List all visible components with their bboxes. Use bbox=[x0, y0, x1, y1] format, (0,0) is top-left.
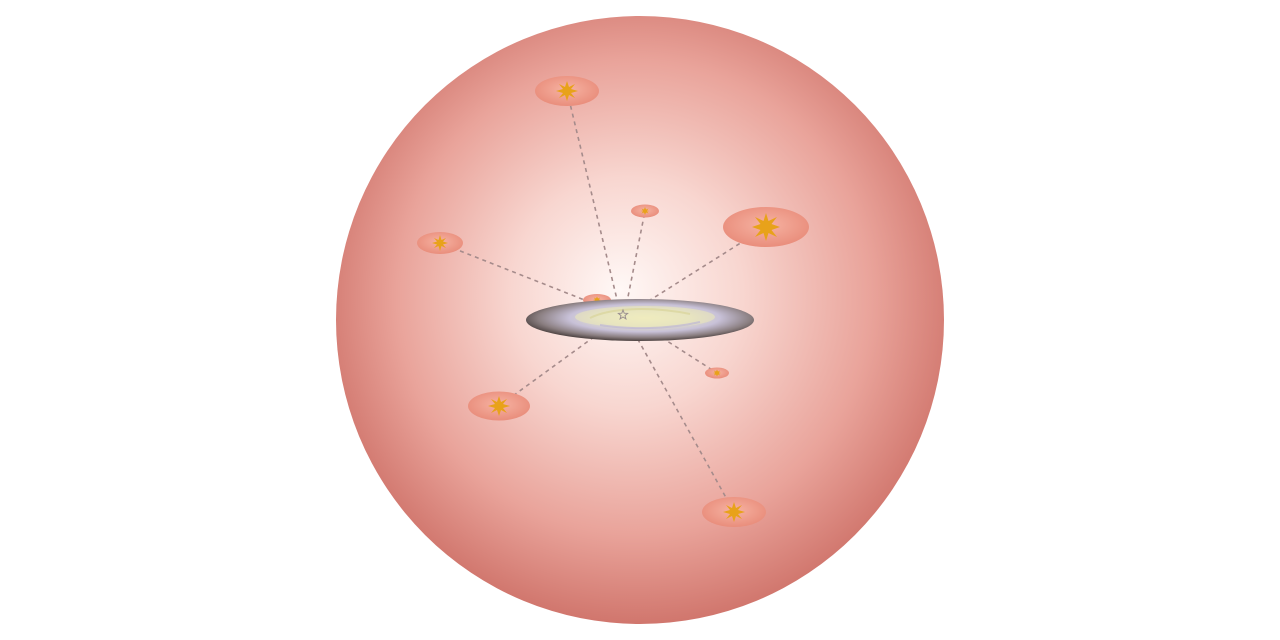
star-burst-icon bbox=[432, 235, 448, 251]
satellite-small-top bbox=[631, 204, 659, 218]
star-burst-icon bbox=[640, 207, 650, 215]
satellite-lower-left bbox=[468, 391, 530, 421]
galaxy-disk bbox=[526, 299, 754, 341]
satellite-left bbox=[417, 232, 463, 254]
satellite-upper-right bbox=[723, 207, 809, 247]
star-burst-icon bbox=[752, 213, 780, 241]
connector-satellite-small-top bbox=[624, 210, 646, 313]
star-icon bbox=[617, 308, 629, 321]
satellite-small-right bbox=[705, 367, 729, 379]
star-burst-icon bbox=[488, 396, 510, 416]
satellite-bottom-right bbox=[702, 497, 766, 527]
star-burst-icon bbox=[713, 369, 721, 377]
star-burst-icon bbox=[723, 502, 745, 522]
satellite-top bbox=[535, 76, 599, 106]
connector-satellite-bottom-right bbox=[625, 317, 735, 513]
star-burst-icon bbox=[556, 81, 578, 101]
connector-satellite-top bbox=[566, 90, 621, 313]
